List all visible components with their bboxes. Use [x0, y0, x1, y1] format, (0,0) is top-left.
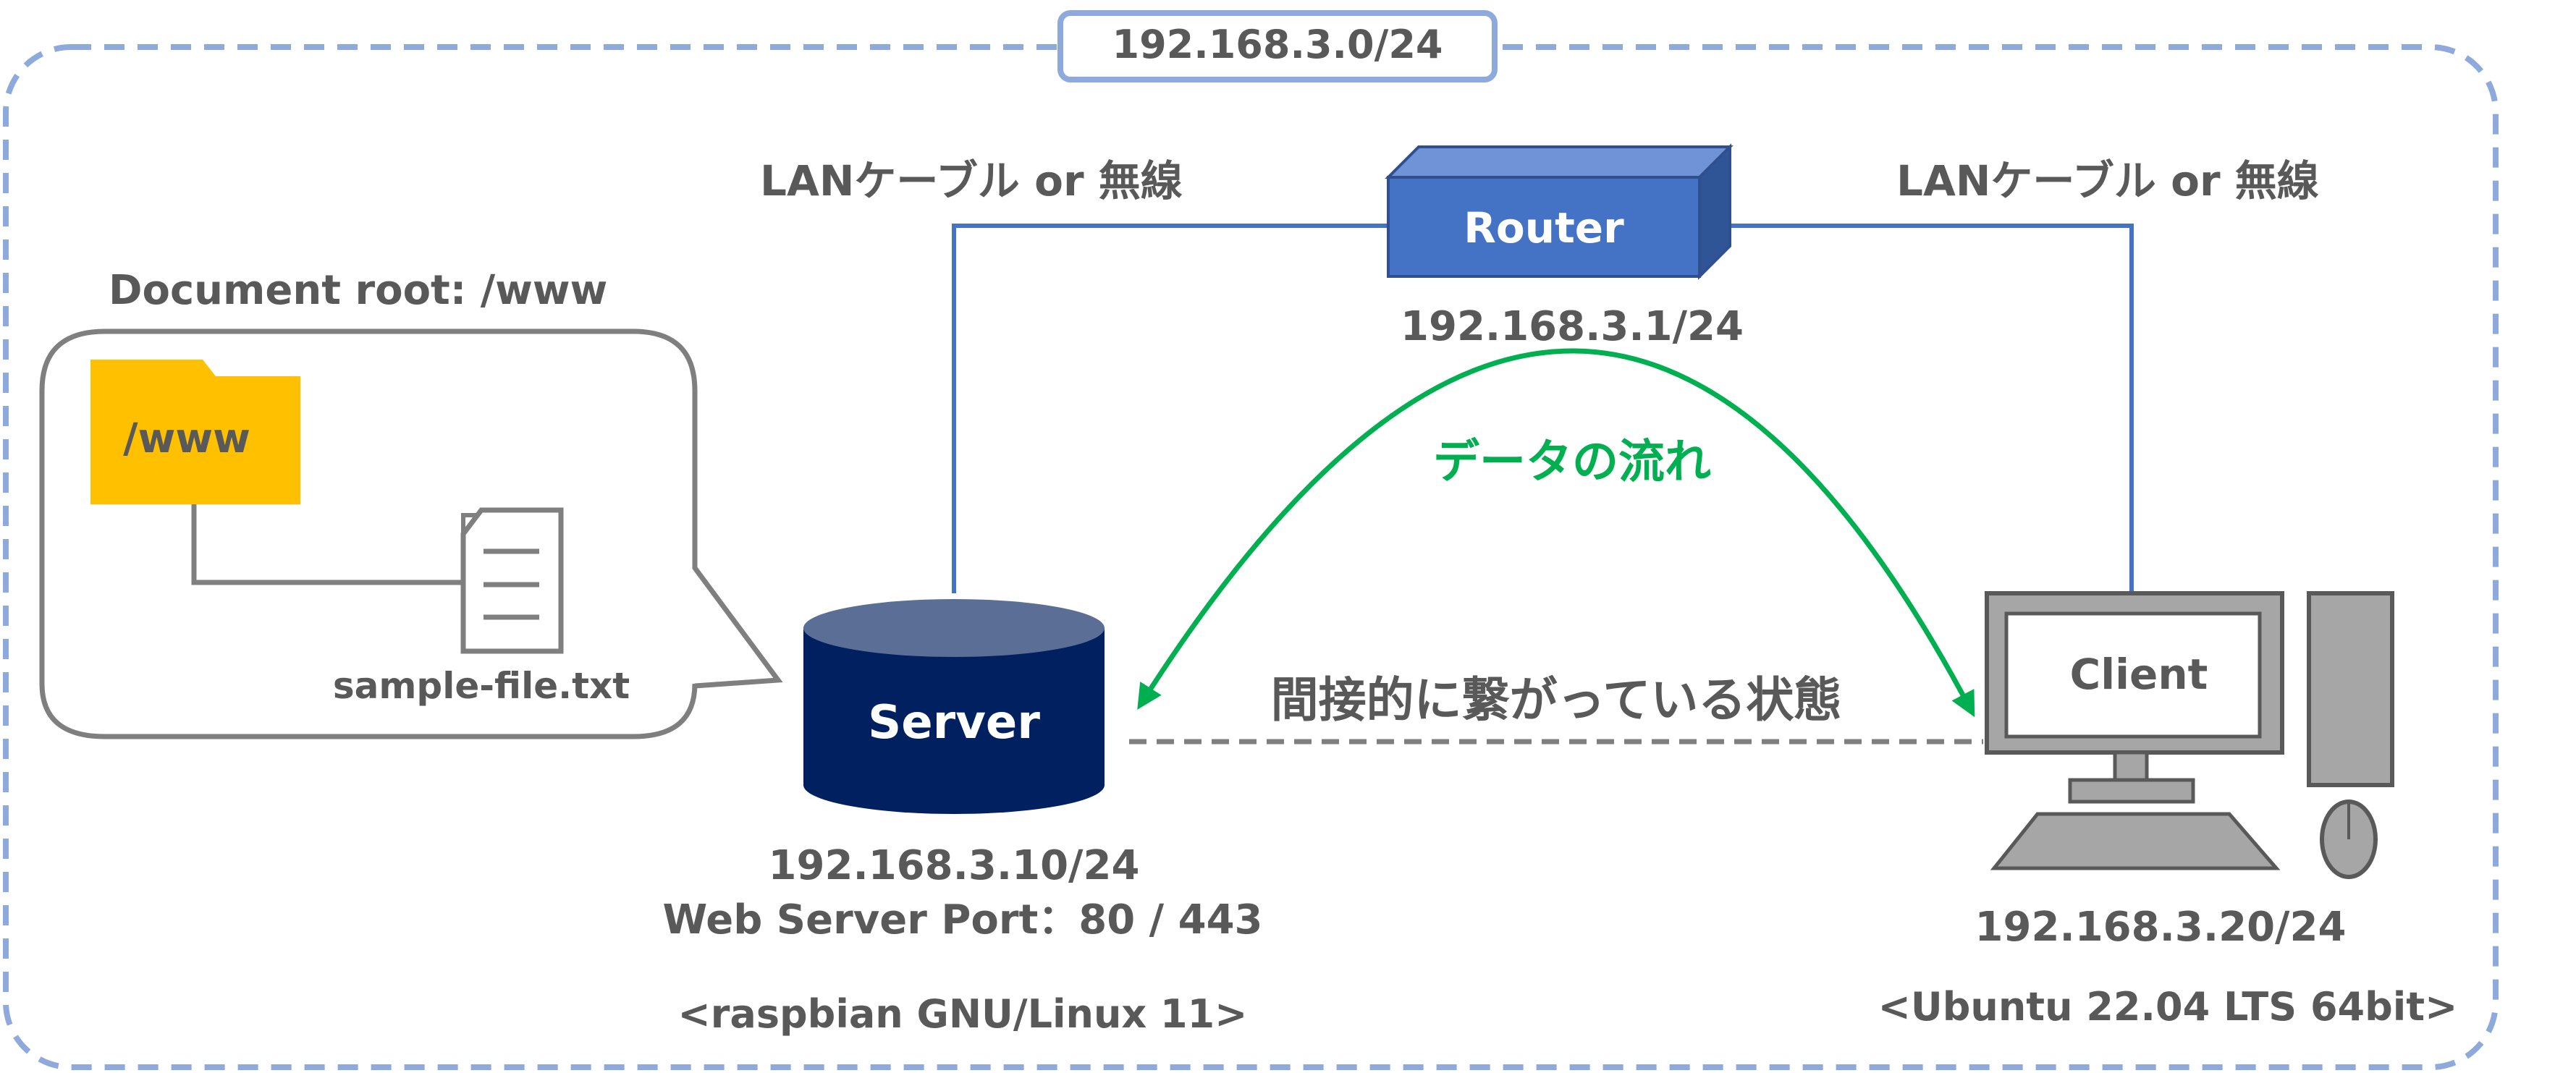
router-client-link: [1730, 224, 2134, 597]
server-label: Server: [868, 696, 1040, 750]
file-label: sample-file.txt: [333, 665, 630, 707]
client-os: <Ubuntu 22.04 LTS 64bit>: [1878, 984, 2458, 1030]
file-icon: [460, 507, 564, 654]
server-router-link: [952, 224, 1393, 593]
right-link-label: LANケーブル or 無線: [1896, 156, 2319, 205]
left-link-label: LANケーブル or 無線: [760, 156, 1183, 205]
subnet-label: 192.168.3.0/24: [1112, 22, 1443, 67]
client-ip: 192.168.3.20/24: [1975, 904, 2347, 951]
data-flow-arrow: [1137, 348, 1975, 718]
folder-label: /www: [123, 415, 250, 462]
router-ip: 192.168.3.1/24: [1401, 303, 1744, 350]
router-icon: [1385, 143, 1733, 280]
server-os: <raspbian GNU/Linux 11>: [678, 991, 1248, 1037]
client-label: Client: [2070, 650, 2208, 699]
server-port: Web Server Port：80 / 443: [662, 896, 1262, 943]
client-computer-icon: [1985, 591, 2394, 879]
docroot-title: Document root: /www: [109, 267, 607, 314]
router-label: Router: [1464, 203, 1624, 253]
server-ip: 192.168.3.10/24: [769, 842, 1140, 889]
indirect-label: 間接的に繋がっている状態: [1271, 672, 1842, 728]
data-flow-label: データの流れ: [1433, 436, 1711, 489]
server-icon: [803, 599, 1105, 814]
folder-icon: [90, 360, 300, 504]
subnet-label-box: [1057, 10, 1498, 82]
folder-file-connector: [191, 503, 463, 585]
